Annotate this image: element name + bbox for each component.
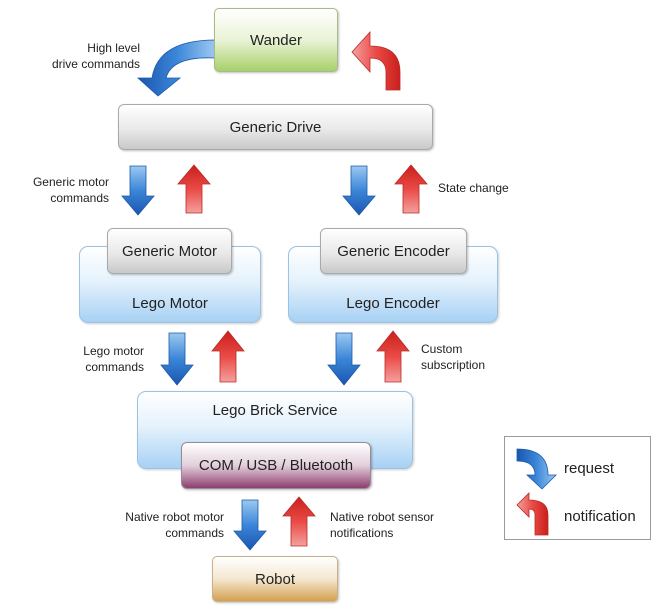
native-sensor-notification-arrow [282,496,316,547]
lego-motor-label: Lego Motor [132,295,208,312]
notification-legend-arrow [516,492,549,536]
com-usb-bluetooth-label: COM / USB / Bluetooth [198,457,354,474]
robot-node: Robot [212,556,338,602]
annotation-line: Custom [421,342,463,356]
annotation-line: drive commands [51,57,140,71]
annotation-line: Generic motor [32,175,109,189]
generic-motor-notification-arrow [177,164,211,214]
custom-subscription-notification-arrow [376,330,410,383]
generic-motor-node: Generic Motor [107,228,232,274]
generic-encoder-node: Generic Encoder [320,228,467,274]
legend: request notification [504,436,651,540]
robot-label: Robot [254,570,296,588]
annotation-line: Native robot sensor [330,510,435,524]
annotation-line: Lego motor [83,344,144,358]
lego-brick-service-label: Lego Brick Service [212,402,338,419]
wander-node: Wander [214,8,338,72]
annotation-line: commands [50,191,109,205]
native-motor-commands-annotation: Native robot motor commands [80,509,224,541]
annotation-line: notifications [330,526,394,540]
high-level-annotation: High level drive commands [20,40,140,72]
state-change-annotation: State change [438,180,548,196]
wander-label: Wander [250,31,302,49]
native-motor-request-arrow [233,499,267,551]
com-usb-bluetooth-node: COM / USB / Bluetooth [181,442,371,489]
generic-drive-node: Generic Drive [118,104,433,150]
lego-encoder-label: Lego Encoder [346,295,440,312]
lego-motor-notification-arrow [211,330,245,383]
annotation-line: High level [87,41,140,55]
request-legend-arrow [516,448,557,490]
annotation-line: Native robot motor [125,510,224,524]
notification-legend-label: notification [564,508,636,525]
request-legend-label: request [564,460,615,477]
lego-motor-request-arrow [160,332,194,386]
lego-motor-commands-annotation: Lego motor commands [24,343,144,375]
annotation-line: commands [165,526,224,540]
generic-encoder-label: Generic Encoder [337,242,450,260]
state-change-notification-arrow [394,164,428,214]
wander-notification-arrow [351,30,401,91]
high-level-request-arrow [136,39,216,97]
generic-drive-label: Generic Drive [229,118,322,136]
legend-icons [516,448,557,536]
generic-motor-label: Generic Motor [121,242,218,260]
annotation-line: State change [438,181,509,195]
native-sensor-notifications-annotation: Native robot sensor notifications [330,509,470,541]
generic-motor-commands-annotation: Generic motor commands [8,174,109,206]
annotation-line: commands [85,360,144,374]
generic-motor-request-arrow [121,165,155,216]
lego-encoder-request-arrow [327,332,361,386]
generic-encoder-request-arrow [342,165,376,216]
custom-subscription-annotation: Custom subscription [421,341,531,373]
annotation-line: subscription [421,358,486,372]
